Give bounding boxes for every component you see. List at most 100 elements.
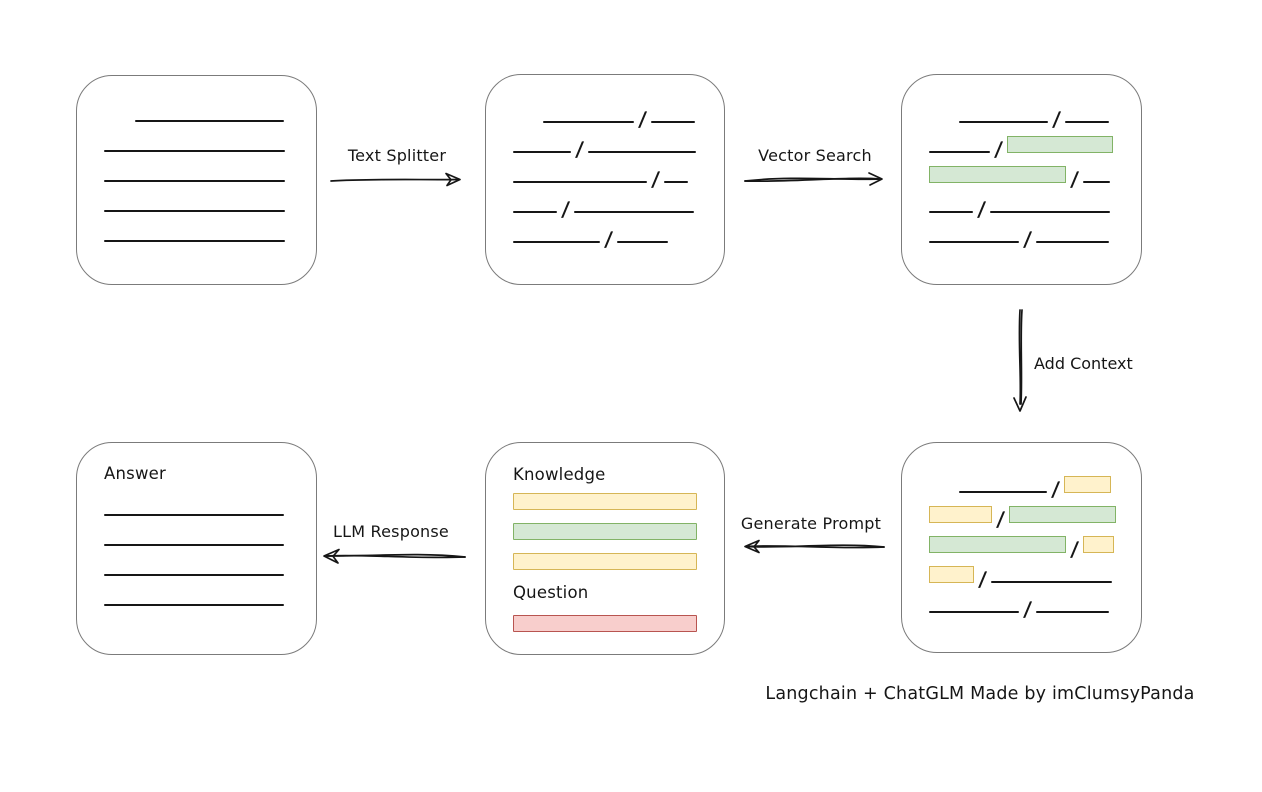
text-line [991,581,1113,583]
text-row: / [513,136,697,161]
separator-slash: / [574,137,585,161]
text-line [959,121,1048,123]
arrow-right-icon [330,172,461,187]
text-line [1036,611,1110,613]
text-line [104,240,285,242]
green-highlight [1007,136,1114,153]
text-line [929,211,973,213]
text-row: / [929,196,1114,221]
context-box: / / / / / [901,442,1142,653]
green-highlight [929,536,1066,553]
text-line [104,574,284,576]
llm-response-arrow: LLM Response [316,522,466,568]
text-row: / [929,106,1114,131]
arrow-left-icon [323,548,466,564]
text-row: / [513,226,697,251]
text-row: / [929,506,1117,531]
text-line [513,211,557,213]
text-line [513,181,647,183]
separator-slash: / [650,167,661,191]
text-row: / [929,136,1114,161]
vector-search-arrow: Vector Search [744,146,886,190]
text-row [104,135,289,152]
text-line [104,514,284,516]
document-lines [77,76,316,242]
text-row: / [929,536,1115,561]
separator-slash: / [977,567,988,591]
text-line [929,611,1019,613]
text-line [513,151,571,153]
diagram-caption: Langchain + ChatGLM Made by imClumsyPand… [765,684,1195,704]
answer-heading: Answer [104,464,166,483]
text-line [104,544,284,546]
text-line [104,210,285,212]
question-bars [513,615,697,632]
answer-box: Answer [76,442,317,655]
text-line [664,181,689,183]
text-row: / [929,476,1114,501]
separator-slash: / [1051,107,1062,131]
separator-slash: / [995,507,1006,531]
yellow-highlight [1064,476,1112,493]
text-row: / [929,166,1114,191]
text-line [1036,241,1110,243]
text-line [104,150,285,152]
text-line [104,180,285,182]
text-line [574,211,695,213]
text-row: / [929,226,1114,251]
yellow-bar [513,493,697,510]
yellow-highlight [929,566,974,583]
generate-prompt-arrow: Generate Prompt [737,514,885,558]
knowledge-bars [513,493,697,570]
green-highlight [929,166,1066,183]
separator-slash: / [1069,537,1080,561]
text-row [104,529,289,546]
arrow-right-icon [744,172,883,186]
yellow-highlight [1083,536,1115,553]
separator-slash: / [560,197,571,221]
text-row [104,225,289,242]
text-line [1065,121,1110,123]
text-row [104,195,289,212]
separator-slash: / [1069,167,1080,191]
red-bar [513,615,697,632]
vector-search-result-box: / / / / / [901,74,1142,285]
separator-slash: / [1022,597,1033,621]
context-lines: / / / / / [902,443,1141,621]
separator-slash: / [637,107,648,131]
text-line [929,151,990,153]
separator-slash: / [1050,477,1061,501]
text-line [135,120,284,122]
text-row [104,589,289,606]
text-row: / [513,166,697,191]
generate-prompt-label: Generate Prompt [740,514,882,533]
separator-slash: / [603,227,614,251]
text-splitter-arrow: Text Splitter [330,146,464,190]
text-row: / [513,196,697,221]
vector-search-label: Vector Search [758,146,872,165]
green-highlight [1009,506,1117,523]
separator-slash: / [976,197,987,221]
text-line [1083,181,1111,183]
text-line [513,241,600,243]
knowledge-heading: Knowledge [513,465,606,484]
text-row [104,105,289,122]
answer-lines [77,483,316,606]
text-line [651,121,696,123]
prompt-box: Knowledge Question [485,442,725,655]
yellow-highlight [929,506,992,523]
text-line [990,211,1111,213]
text-line [617,241,669,243]
text-line [104,604,284,606]
text-line [959,491,1047,493]
source-document-box [76,75,317,285]
separator-slash: / [993,137,1004,161]
llm-response-label: LLM Response [333,522,449,541]
text-line [543,121,634,123]
yellow-bar [513,553,697,570]
green-bar [513,523,697,540]
text-row [104,499,289,516]
text-splitter-label: Text Splitter [347,146,447,165]
arrow-left-icon [744,539,885,554]
